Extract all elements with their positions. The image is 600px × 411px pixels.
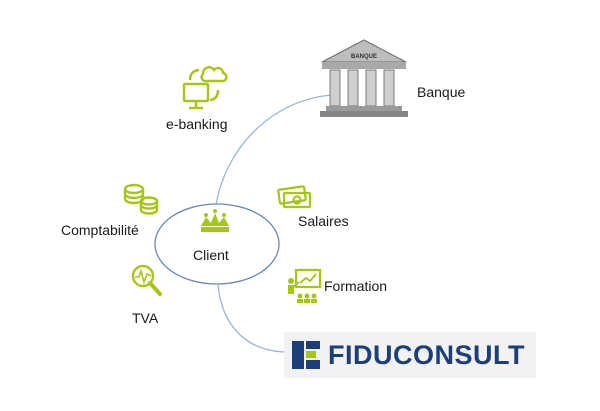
node-banque-label: Banque [417,84,466,100]
banknotes-icon [277,185,312,209]
coins-stack-icon [123,183,159,215]
crown-icon [201,209,229,232]
magnifier-chart-icon [131,264,162,296]
wordmark-part1: FIDU [328,339,393,370]
presentation-board-icon [288,268,322,303]
bank-building-icon: BANQUE [320,39,408,117]
node-salaires-label: Salaires [298,213,349,229]
fiduconsult-logo: FIDUCONSULT [284,332,536,378]
bank-sign: BANQUE [351,54,377,60]
fiduconsult-logo-mark [292,341,320,369]
center-client-label: Client [193,247,229,263]
computer-cloud-sync-icon [182,66,228,110]
node-comptabilite-label: Comptabilité [61,222,139,238]
node-tva-label: TVA [132,310,159,326]
node-formation-label: Formation [324,278,388,294]
node-ebanking-label: e-banking [166,116,228,132]
client-ellipse [154,203,280,285]
fiduconsult-wordmark: FIDUCONSULT [328,339,525,370]
wordmark-part2: CONSULT [393,339,525,370]
connector-client-fiduconsult [217,284,285,353]
connector-client-banque [215,94,333,206]
